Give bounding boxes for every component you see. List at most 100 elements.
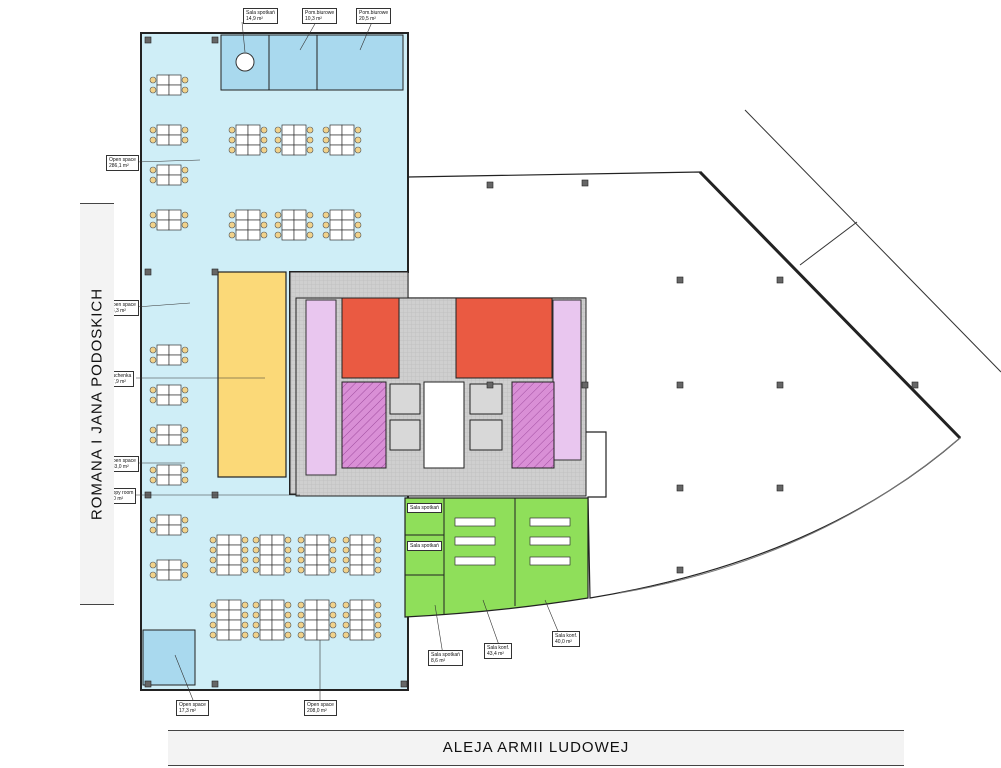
chair: [252, 566, 260, 574]
desk: [156, 514, 170, 526]
desk: [156, 394, 170, 406]
chair: [149, 356, 157, 364]
desk: [228, 564, 242, 576]
chair: [181, 166, 189, 174]
desk: [316, 609, 330, 621]
kitchen: [217, 271, 287, 478]
desk: [235, 229, 249, 241]
chair: [354, 126, 362, 134]
desk: [228, 534, 242, 546]
chair: [354, 231, 362, 239]
desk: [168, 164, 182, 176]
desk: [361, 599, 375, 611]
chair: [209, 611, 217, 619]
chair: [181, 136, 189, 144]
column: [400, 680, 408, 688]
chair: [260, 211, 268, 219]
desk: [156, 209, 170, 221]
column: [211, 36, 219, 44]
desk: [329, 144, 343, 156]
desk: [329, 134, 343, 146]
structural-columns: [144, 36, 919, 688]
desk: [271, 564, 285, 576]
label-leaders: [135, 21, 561, 706]
column: [486, 381, 494, 389]
desk: [304, 619, 318, 631]
chair: [284, 566, 292, 574]
desk: [168, 84, 182, 96]
desk: [454, 517, 496, 527]
desk: [349, 564, 363, 576]
desk: [316, 629, 330, 641]
desk: [168, 134, 182, 146]
desk: [529, 556, 571, 566]
desk: [316, 544, 330, 556]
desk: [228, 619, 242, 631]
desk: [341, 124, 355, 136]
desk: [271, 544, 285, 556]
desk: [361, 564, 375, 576]
chair: [181, 386, 189, 394]
desk: [228, 544, 242, 556]
chair: [241, 536, 249, 544]
chair: [149, 561, 157, 569]
chair: [228, 136, 236, 144]
desk: [304, 629, 318, 641]
chair: [209, 601, 217, 609]
chair: [329, 566, 337, 574]
desk: [168, 464, 182, 476]
chair: [252, 546, 260, 554]
chair: [322, 231, 330, 239]
room-label-conference-1: Sala konf.43,4 m²: [484, 643, 513, 659]
chair: [149, 526, 157, 534]
desk: [168, 474, 182, 486]
chair: [149, 396, 157, 404]
chair: [329, 621, 337, 629]
desk: [316, 554, 330, 566]
desk: [293, 144, 307, 156]
chair: [284, 621, 292, 629]
desk: [156, 569, 170, 581]
chair: [149, 76, 157, 84]
chair: [149, 86, 157, 94]
desk: [304, 564, 318, 576]
chair: [297, 536, 305, 544]
top-meeting-rooms: [220, 34, 404, 91]
chair: [252, 621, 260, 629]
desk: [235, 124, 249, 136]
chair: [374, 611, 382, 619]
chair: [252, 601, 260, 609]
desk: [235, 219, 249, 231]
chair: [181, 466, 189, 474]
desk: [281, 229, 295, 241]
chair: [297, 546, 305, 554]
chair: [252, 631, 260, 639]
desk: [168, 344, 182, 356]
chair: [297, 621, 305, 629]
chair: [342, 601, 350, 609]
chair: [149, 126, 157, 134]
chair: [342, 621, 350, 629]
desk: [341, 144, 355, 156]
column: [144, 680, 152, 688]
chair: [209, 631, 217, 639]
desk: [316, 599, 330, 611]
desk: [304, 534, 318, 546]
chair: [306, 211, 314, 219]
desk: [361, 534, 375, 546]
chair: [228, 126, 236, 134]
chair: [181, 396, 189, 404]
desk: [168, 434, 182, 446]
chair: [374, 631, 382, 639]
chair: [181, 211, 189, 219]
desk-layout: [149, 74, 571, 641]
desk: [281, 219, 295, 231]
chair: [284, 631, 292, 639]
chair: [306, 221, 314, 229]
chair: [149, 221, 157, 229]
room-label-meeting-4: Sala spotkań: [407, 541, 442, 551]
chair: [181, 426, 189, 434]
